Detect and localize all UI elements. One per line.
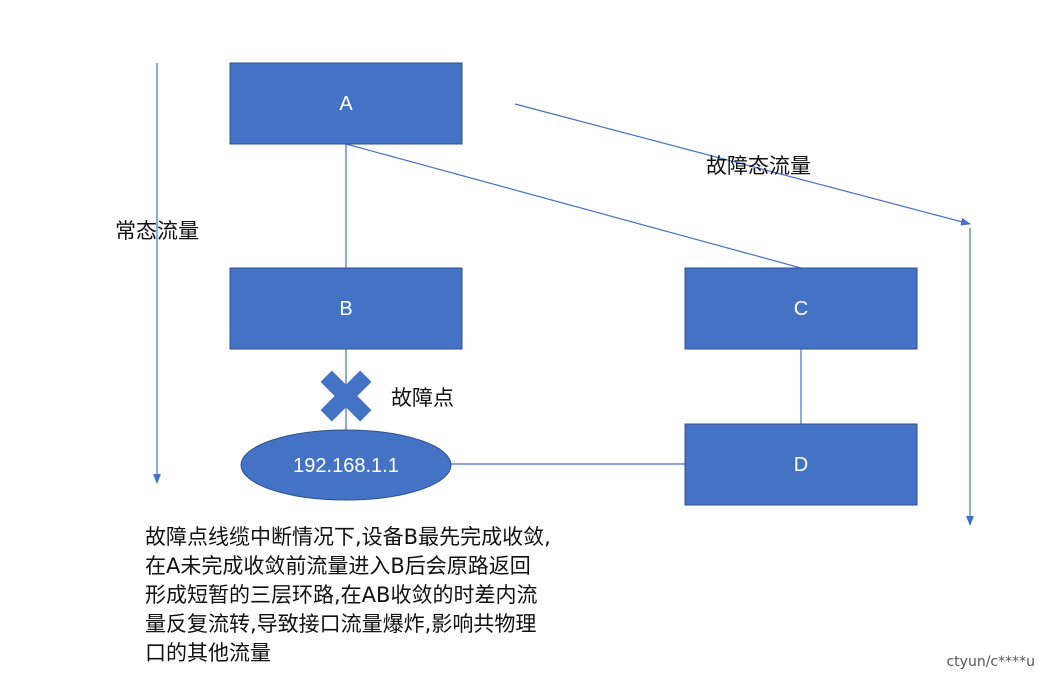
watermark: ctyun/c****u	[946, 654, 1035, 670]
node-b-label: B	[339, 298, 352, 320]
fault-x-icon	[320, 370, 372, 422]
description-line: 故障点线缆中断情况下,设备B最先完成收敛,	[145, 525, 551, 549]
fault-description: 故障点线缆中断情况下,设备B最先完成收敛, 在A未完成收敛前流量进入B后会原路返…	[145, 523, 625, 668]
node-a-label: A	[339, 93, 353, 115]
normal-traffic-label: 常态流量	[115, 219, 199, 243]
node-c: C	[684, 267, 918, 350]
description-line: 口的其他流量	[145, 641, 271, 665]
node-ip-label: 192.168.1.1	[293, 455, 399, 477]
fault-point-label: 故障点	[391, 386, 454, 410]
fault-traffic-arrow-diagonal	[514, 103, 971, 226]
description-line: 量反复流转,导致接口流量爆炸,影响共物理	[145, 612, 537, 636]
description-line: 形成短暂的三层环路,在AB收敛的时差内流	[145, 583, 538, 607]
node-d: D	[684, 423, 918, 506]
link-a-c	[345, 143, 802, 269]
node-c-label: C	[794, 298, 808, 320]
fault-traffic-label: 故障态流量	[706, 154, 811, 178]
node-d-label: D	[794, 454, 808, 476]
node-a: A	[229, 62, 463, 145]
node-ip: 192.168.1.1	[240, 429, 452, 501]
node-b: B	[229, 267, 463, 350]
description-line: 在A未完成收敛前流量进入B后会原路返回	[145, 554, 531, 578]
